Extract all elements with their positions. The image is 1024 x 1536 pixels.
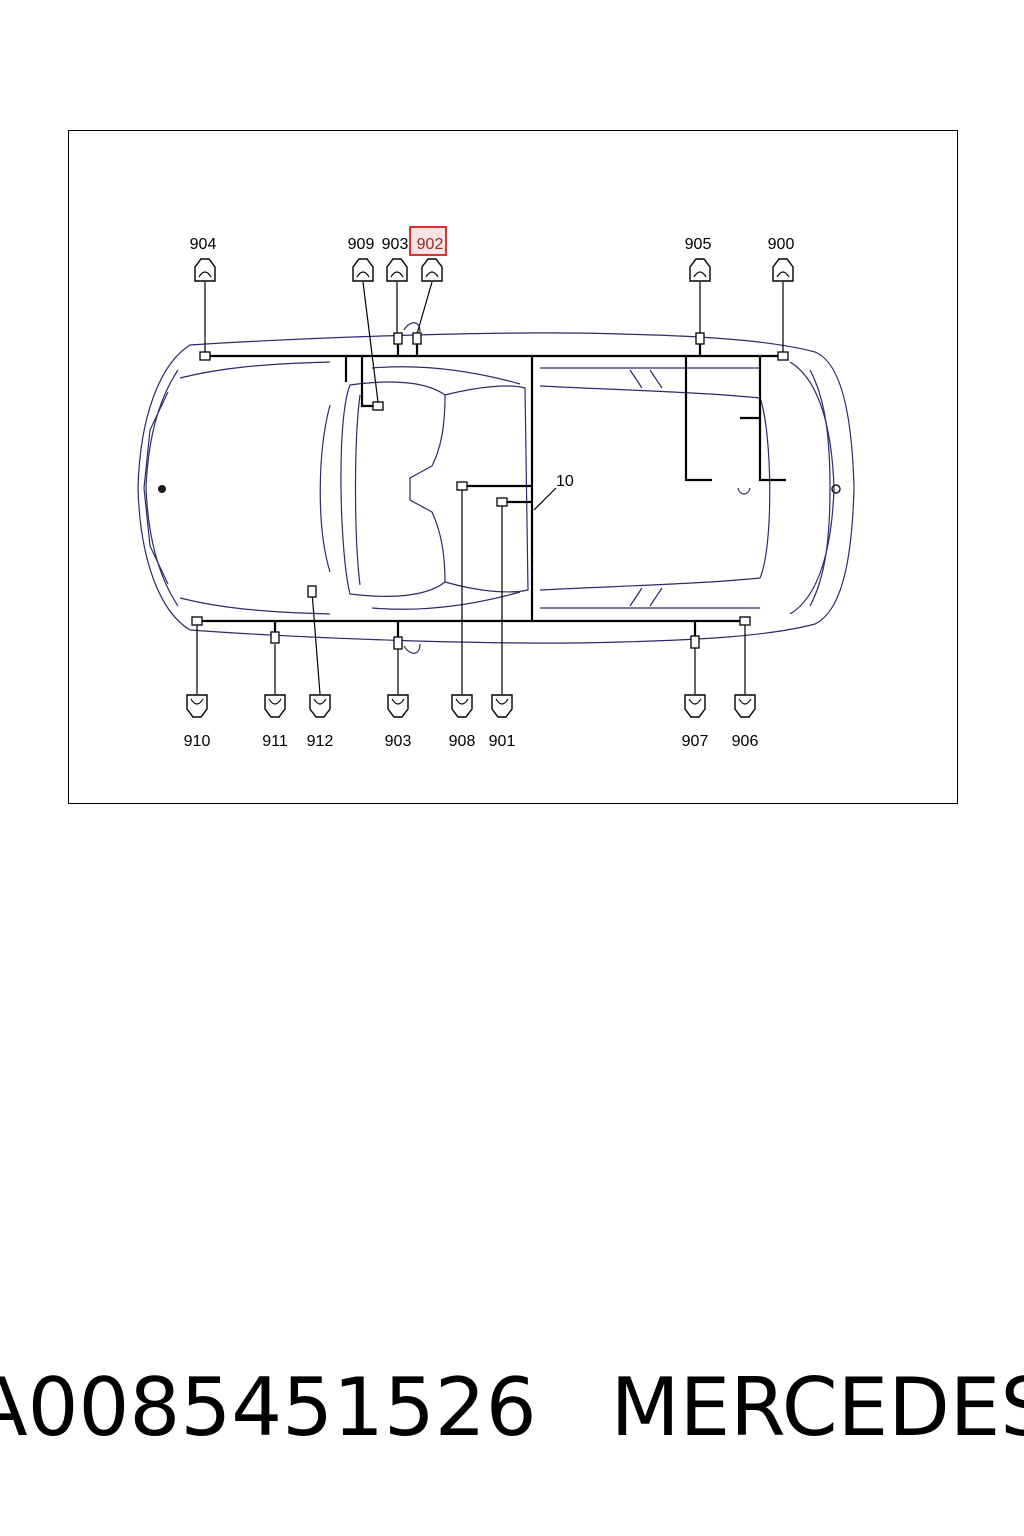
connector-label: 901 [489,733,516,750]
connector-902-top: 902 [409,226,447,282]
connector-label: 904 [190,236,217,253]
connector-socket-icon [495,698,509,705]
connector-910-bottom: 910 [184,694,211,750]
connector-plug-icon [352,258,374,282]
part-caption: A0085451526 MERCEDES [0,1368,1024,1448]
connector-label: 903 [385,733,412,750]
harness-wires [197,338,786,640]
connector-label: 907 [682,733,709,750]
connector-socket-icon [455,698,469,705]
brand-name: MERCEDES [610,1361,1024,1454]
connector-plug-icon [451,694,473,718]
connector-plug-icon [186,694,208,718]
harness-label: 10 [556,473,574,490]
connector-socket-icon [390,271,404,278]
top-connectors: 904 909 903 902 905 900 [190,226,795,282]
connector-socket-icon [738,698,752,705]
connector-904-top: 904 [190,236,217,282]
connector-plug-icon [194,258,216,282]
connector-socket-icon [268,698,282,705]
connector-socket-icon [425,271,439,278]
connector-plug-icon [491,694,513,718]
connector-plug-icon [264,694,286,718]
connector-plug-icon [421,258,443,282]
connector-900-top: 900 [768,236,795,282]
connector-label: 908 [449,733,476,750]
connector-911-bottom: 911 [262,694,288,750]
connector-plug-icon [684,694,706,718]
connector-socket-icon [198,271,212,278]
connector-label: 902 [417,236,444,253]
connector-socket-icon [391,698,405,705]
harness-connectors [191,332,789,650]
part-number: A0085451526 [0,1361,537,1454]
connector-socket-icon [688,698,702,705]
front-emblem-icon [158,485,166,493]
bottom-connectors: 910 911 912 903 908 901 907 906 [184,694,759,750]
connector-906-bottom: 906 [732,694,759,750]
connector-socket-icon [693,271,707,278]
connector-socket-icon [190,698,204,705]
connector-plug-icon [387,694,409,718]
connector-label: 906 [732,733,759,750]
car-outline [137,322,855,654]
diagram-frame [68,130,958,804]
connector-socket-icon [356,271,370,278]
connector-label: 910 [184,733,211,750]
connector-plug-icon [386,258,408,282]
connector-label: 905 [685,236,712,253]
connector-909-top: 909 [348,236,375,282]
connector-903-bottom: 903 [385,694,412,750]
connector-901-bottom: 901 [489,694,516,750]
connector-907-bottom: 907 [682,694,709,750]
connector-label: 909 [348,236,375,253]
connector-plug-icon [309,694,331,718]
connector-plug-icon [689,258,711,282]
connector-label: 903 [382,236,409,253]
connector-socket-icon [313,698,327,705]
leader-lines [196,281,784,695]
connector-label: 911 [262,733,288,750]
connector-label: 900 [768,236,795,253]
connector-label: 912 [307,733,334,750]
connector-plug-icon [772,258,794,282]
rear-emblem-icon [831,484,841,494]
connector-912-bottom: 912 [307,694,334,750]
connector-908-bottom: 908 [449,694,476,750]
connector-socket-icon [776,271,790,278]
connector-plug-icon [734,694,756,718]
connector-905-top: 905 [685,236,712,282]
highlight-box [409,226,447,256]
connector-903-top: 903 [382,236,409,282]
